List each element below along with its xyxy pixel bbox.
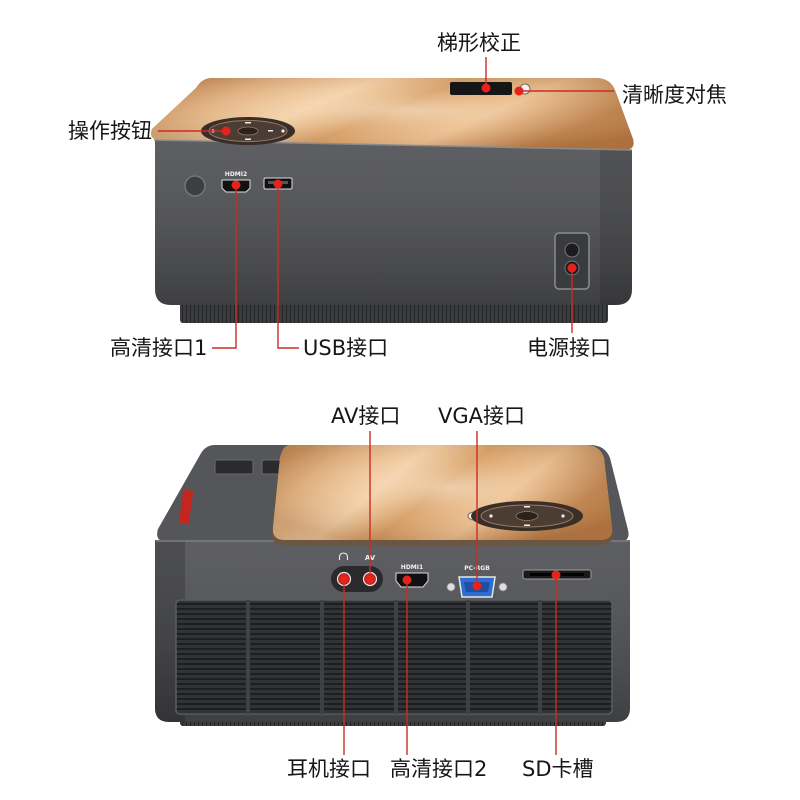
- hdmi1-marking: HDMI1: [401, 564, 423, 571]
- grill-divider: [320, 600, 324, 714]
- vga-screw-right: [498, 582, 508, 592]
- down-arrow-icon: [245, 138, 251, 140]
- up-arrow-icon: [245, 122, 251, 124]
- callout-keystone: 梯形校正: [437, 31, 521, 55]
- grill-divider: [394, 600, 398, 714]
- hdmi-port-rear: [395, 572, 429, 588]
- leader-line-hdmi1: [212, 185, 237, 349]
- rear-back-icon: [489, 514, 493, 518]
- marker-headphone: [339, 574, 349, 584]
- projector-rear-view: AV HDMI1 PC-RGB: [155, 431, 630, 755]
- power-socket-upper: [564, 242, 580, 258]
- side-panel-shade: [600, 149, 632, 305]
- marker-keystone: [481, 83, 491, 93]
- hdmi2-marking: HDMI2: [225, 171, 247, 178]
- marker-av: [365, 574, 375, 584]
- marker-vga: [472, 581, 482, 591]
- callout-hdmi2: 高清接口2: [390, 757, 488, 781]
- leader-line-usb: [277, 184, 299, 349]
- top-slot-left: [214, 459, 254, 475]
- callout-power: 电源接口: [527, 336, 611, 360]
- headphone-icon: [338, 552, 349, 560]
- marker-focus: [514, 86, 524, 96]
- menu-icon: [281, 129, 285, 133]
- marker-sd: [551, 570, 561, 580]
- grill-divider: [538, 600, 542, 714]
- rear-up-arrow-icon: [524, 506, 530, 508]
- callout-headphone: 耳机接口: [287, 757, 371, 781]
- rear-menu-icon: [561, 514, 565, 518]
- ir-receiver: [184, 175, 206, 197]
- marker-hdmi1: [231, 180, 241, 190]
- brand-logo: [178, 489, 194, 525]
- marker-power: [567, 263, 577, 273]
- vga-screw-left: [446, 582, 456, 592]
- callout-av: AV接口: [331, 404, 401, 428]
- rear-down-arrow-icon: [524, 524, 530, 526]
- control-pad: [201, 117, 295, 145]
- rear-control-pad-center: [515, 511, 539, 521]
- callout-hdmi1: 高清接口1: [110, 336, 208, 360]
- projector-front-view: HDMI2: [151, 57, 634, 349]
- keystone-control: [450, 82, 512, 95]
- callout-usb: USB接口: [303, 336, 389, 360]
- callout-vga: VGA接口: [438, 404, 526, 428]
- callout-control-buttons: 操作按钮: [68, 119, 152, 143]
- grill-divider: [466, 600, 470, 714]
- marker-hdmi2: [402, 575, 412, 585]
- control-pad-center: [237, 126, 259, 136]
- callout-focus: 清晰度对焦: [622, 83, 727, 107]
- callout-sd-slot: SD卡槽: [522, 757, 594, 781]
- rear-control-pad: [467, 501, 583, 531]
- marker-control-buttons: [221, 126, 231, 136]
- grill-divider: [246, 600, 250, 714]
- marker-usb: [273, 179, 283, 189]
- right-arrow-icon: [268, 130, 273, 132]
